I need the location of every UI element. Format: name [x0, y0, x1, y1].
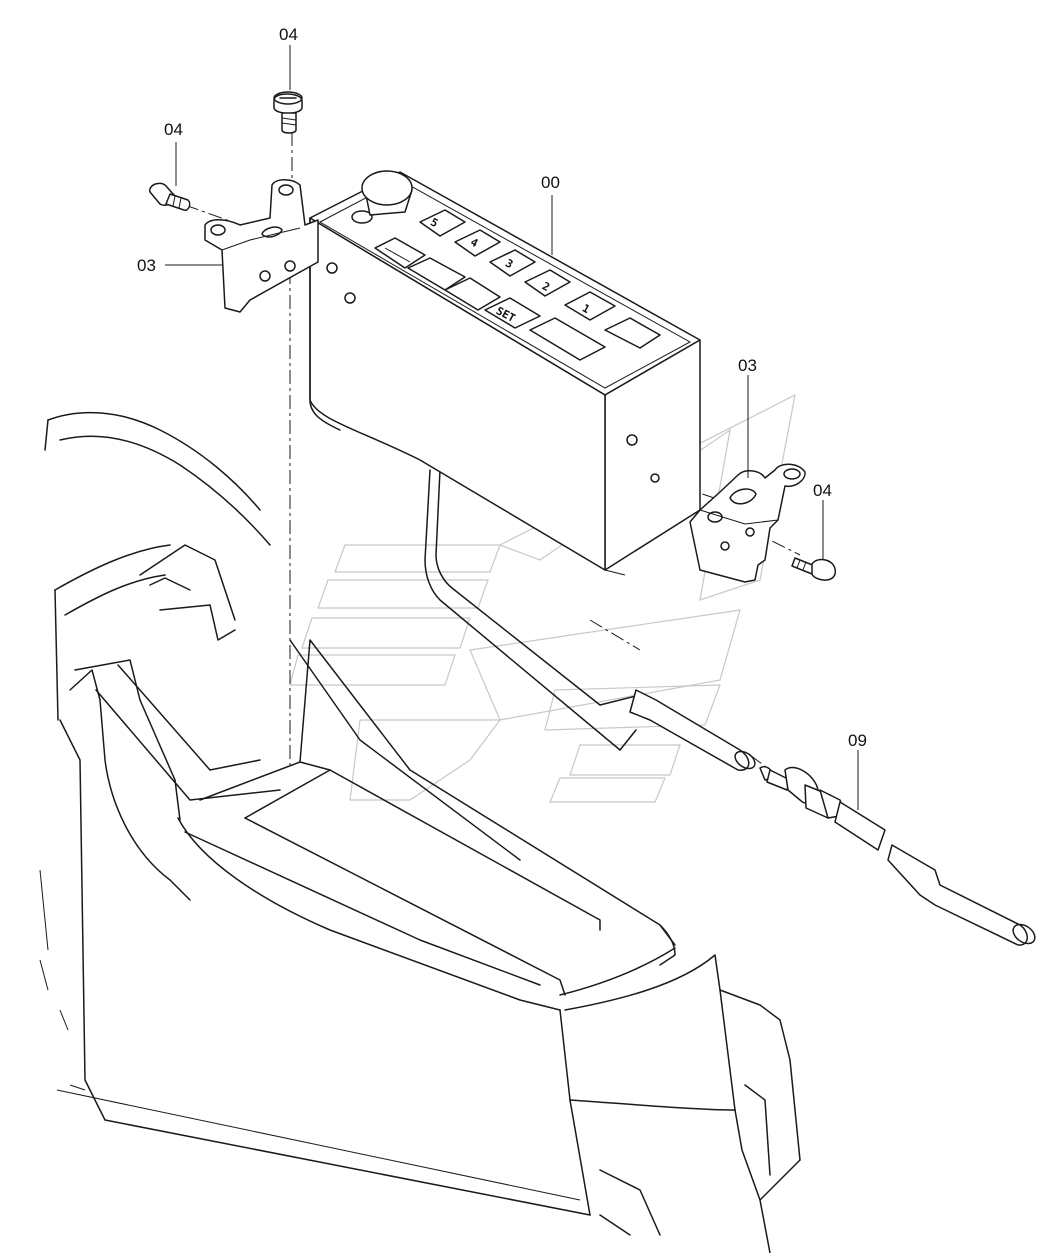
bolt-left [149, 182, 191, 212]
monitor-cable [599, 689, 756, 771]
console-body [39, 411, 801, 1253]
bolt-top [273, 91, 303, 134]
left-bracket [204, 179, 319, 313]
watermark-logo [289, 393, 796, 803]
callout-04-top: 04 [279, 25, 298, 44]
right-bracket [689, 463, 806, 583]
callout-03-left: 03 [137, 256, 156, 275]
callout-04-left: 04 [164, 120, 183, 139]
callout-00: 00 [541, 173, 560, 192]
callout-leaders [165, 45, 859, 810]
callout-09: 09 [848, 731, 867, 750]
monitor-unit: 5 4 3 2 1 SET [309, 170, 701, 751]
keypad-key-3: 3 [503, 257, 515, 272]
callout-03-right: 03 [738, 356, 757, 375]
callout-labels: 04 04 03 00 03 04 09 [137, 25, 867, 750]
keypad-key-5: 5 [428, 216, 440, 231]
bolt-right [791, 557, 836, 581]
callout-04-right: 04 [813, 481, 832, 500]
antenna-cable-part [759, 766, 1036, 946]
keypad-key-2: 2 [540, 280, 552, 295]
